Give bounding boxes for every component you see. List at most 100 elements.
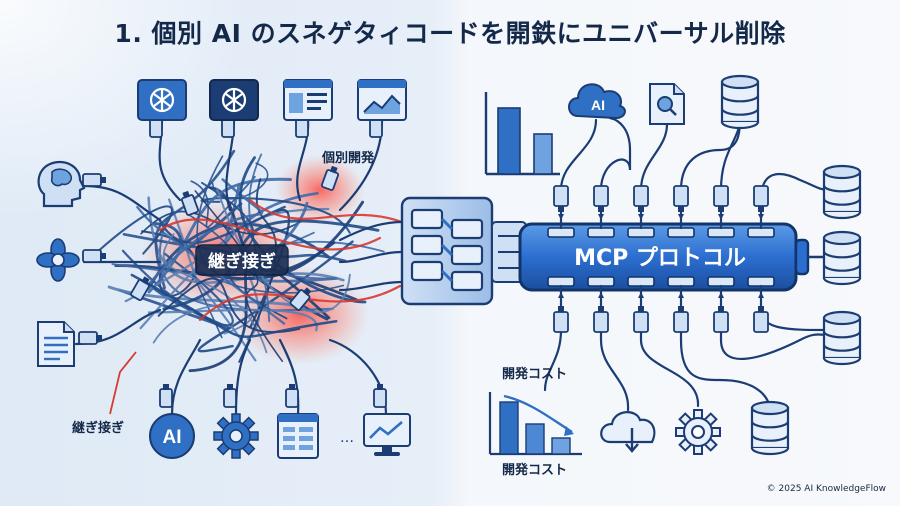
left-bottom-icons: AI … [149,413,411,459]
cable-plug [130,276,150,301]
cable [338,220,404,242]
cable [170,338,202,416]
ai-cloud-icon[interactable]: AI [568,83,626,120]
cable-plug [553,185,569,212]
up-arrow [758,292,764,298]
brain-head-icon[interactable] [37,160,86,208]
down-arrow [598,214,604,220]
hub-port-top[interactable] [707,227,735,238]
patchwork-pointer-line [109,351,137,415]
hub-port-bottom[interactable] [667,276,695,287]
cable-plug [223,384,237,408]
cable [639,122,669,230]
cable-plug [753,306,769,333]
tangled-wire [136,205,286,325]
cable [719,284,830,361]
database-icon[interactable] [750,400,790,456]
line-chart-window-icon[interactable] [357,79,407,121]
cable-plug [180,190,200,216]
cable-plug [159,384,173,408]
cable-plug [320,165,340,191]
database-icon[interactable] [822,230,862,286]
patchwork-badge: 継ぎ接ぎ [195,244,289,276]
down-arrow [558,214,564,220]
document-icon[interactable] [37,321,75,367]
tangled-wire [211,162,269,200]
bar-chart-top [484,92,560,176]
cable-plug [285,384,299,408]
ai-bottom-label: AI [163,427,182,448]
tangled-wire [154,149,236,290]
database-icons [720,74,862,456]
openai-logo-icon[interactable] [137,79,187,121]
cable-plug [713,185,729,212]
tangled-wire [194,190,284,362]
cable-plug [753,185,769,212]
cable-plug [82,249,106,263]
tangled-wire [197,240,354,353]
tangled-wire [130,273,338,339]
database-icon[interactable] [720,74,760,130]
hub-port-bottom[interactable] [707,276,735,287]
monitor-chart-icon[interactable] [363,413,411,456]
cloud-download-icon[interactable] [600,411,656,453]
hub-port-top[interactable] [667,227,695,238]
database-icon[interactable] [822,310,862,366]
cable-plug [78,331,102,345]
up-arrow [678,292,684,298]
database-icon[interactable] [822,164,862,220]
up-arrow [558,292,564,298]
hub-port-top[interactable] [547,227,575,238]
up-arrow [598,292,604,298]
file-search-icon[interactable] [649,83,685,125]
mcp-protocol-hub: MCP プロトコル [518,222,810,292]
hub-port-top[interactable] [587,227,615,238]
left-side-icons [36,160,86,367]
cable [338,280,404,292]
hub-port-bottom[interactable] [747,276,775,287]
dev-cost-top-label: 開発コスト [502,366,567,382]
web-window-icon[interactable] [283,79,333,121]
down-arrow [718,214,724,220]
cable [759,284,830,332]
cable-plug [82,173,106,187]
down-arrow [678,214,684,220]
copyright-text: © 2025 AI KnowledgeFlow [766,484,886,494]
individual-dev-label: 個別開発 [321,150,375,166]
cable [559,118,598,230]
cable-plug [633,306,649,333]
ai-circle-icon[interactable]: AI [149,413,195,459]
down-arrow [638,214,644,220]
cable [338,250,404,264]
cable-plug [633,185,649,212]
tangled-wire [238,178,278,363]
patchwork-center-label: 継ぎ接ぎ [208,251,276,272]
red-wire [158,218,382,251]
hub-port-bottom[interactable] [627,276,655,287]
hub-port-bottom[interactable] [547,276,575,287]
mcp-protocol-label: MCP プロトコル [574,246,746,271]
cable-plug [553,306,569,333]
hub-port-top[interactable] [747,227,775,238]
tangled-wire [147,308,318,332]
cable [599,116,632,230]
right-bottom-icons [600,409,721,455]
left-top-icons [137,79,407,121]
cable-plug [289,287,312,311]
cable-plug [673,306,689,333]
red-wire [248,198,404,224]
spreadsheet-icon[interactable] [277,413,319,459]
down-arrow [758,214,764,220]
up-arrow [718,292,724,298]
gear-icon[interactable] [675,409,721,455]
ai-cloud-label: AI [591,97,605,113]
hub-port-bottom[interactable] [587,276,615,287]
gear-icon[interactable] [213,413,259,459]
tangled-wire [114,200,365,281]
openai-logo-icon[interactable] [209,79,259,121]
red-wire [198,284,402,322]
hub-port-top[interactable] [627,227,655,238]
gear-flower-icon[interactable] [36,238,80,282]
cable [599,284,630,412]
